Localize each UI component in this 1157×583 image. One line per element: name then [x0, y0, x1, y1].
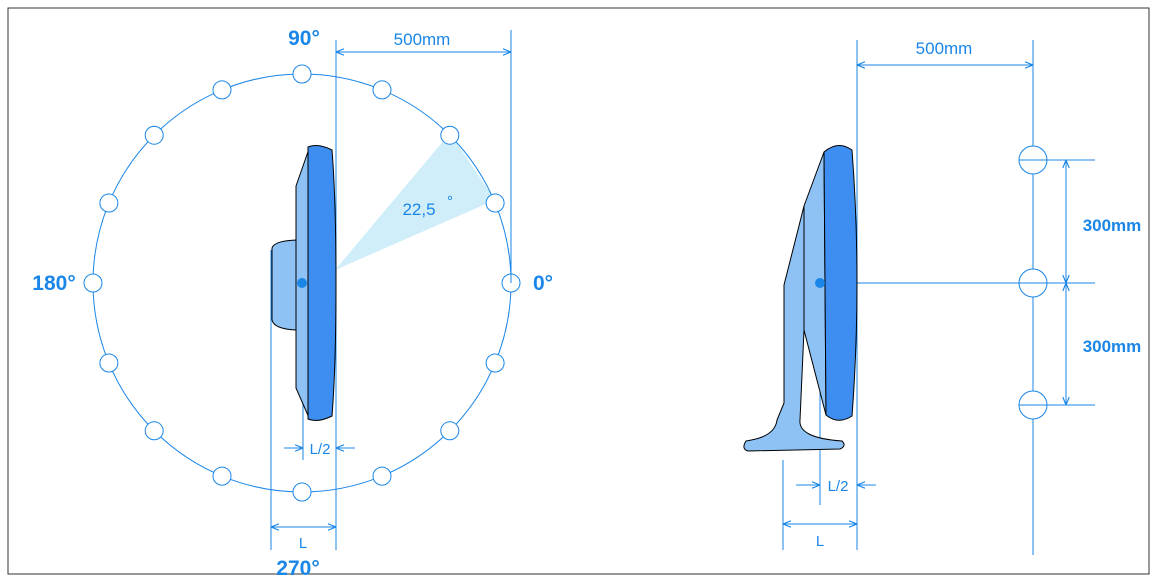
measurement-point-marker [292, 482, 312, 502]
side-distance-label: 500mm [916, 39, 973, 58]
side-monitor-stand [743, 205, 845, 452]
angle-label-90: 90° [288, 27, 320, 50]
measurement-point-marker [292, 64, 312, 84]
measurement-point-marker [212, 466, 232, 486]
step-angle-label: 22,5 [402, 200, 435, 219]
measurement-point-marker [83, 273, 103, 293]
angle-label-270: 270° [276, 557, 319, 578]
side-half-depth-label: L/2 [828, 478, 849, 495]
side-center-dot [815, 278, 825, 288]
side-view-group: 500mm 300mm 300mm L/2 L [743, 39, 1142, 555]
measurement-point-marker [144, 421, 164, 441]
measurement-point-marker [440, 125, 460, 145]
monitor-front-panel [307, 145, 337, 421]
upper-spacing-label: 300mm [1083, 216, 1142, 235]
side-monitor-front [823, 145, 858, 421]
measurement-point-marker [372, 466, 392, 486]
lower-spacing-label: 300mm [1083, 337, 1142, 356]
top-view-group: 500mm 90° 270° 180° 0° 22,5 ° L/2 L [32, 27, 553, 580]
measurement-points [83, 64, 521, 502]
monitor-stand-part [271, 239, 297, 331]
measurement-point-marker [99, 353, 119, 373]
center-dot [297, 278, 307, 288]
measurement-point-marker [440, 421, 460, 441]
measurement-point-marker [372, 80, 392, 100]
measurement-point-marker [99, 193, 119, 213]
measurement-point-marker [485, 353, 505, 373]
diagram-frame [7, 7, 1150, 575]
measurement-point-marker [485, 193, 505, 213]
depth-label: L [299, 535, 307, 552]
distance-label: 500mm [394, 30, 451, 49]
angle-label-180: 180° [32, 272, 75, 295]
half-depth-label: L/2 [310, 441, 331, 458]
angle-sector [335, 133, 495, 270]
side-depth-label: L [816, 533, 824, 550]
step-angle-degree: ° [447, 193, 453, 210]
measurement-point-marker [144, 125, 164, 145]
measurement-point-marker [212, 80, 232, 100]
angle-label-0: 0° [533, 272, 553, 295]
